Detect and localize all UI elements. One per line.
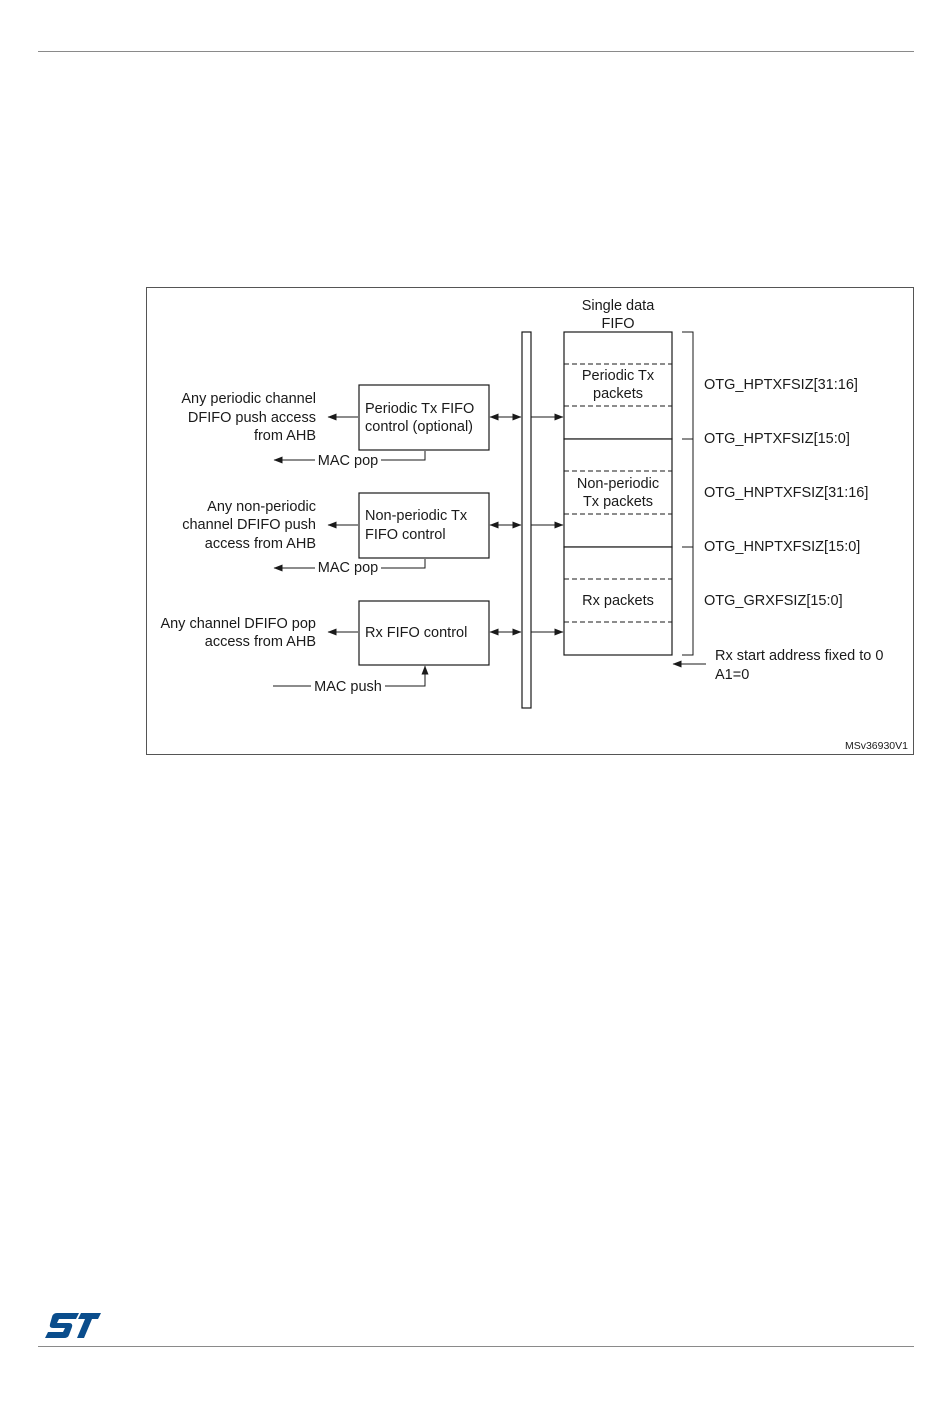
fifo-title-line2: FIFO xyxy=(601,316,634,332)
access-rx-line2: access from AHB xyxy=(205,634,316,650)
fifo-block-rx xyxy=(563,546,673,656)
periodic-control-line2: control (optional) xyxy=(365,419,473,435)
rx-fifo-control-box xyxy=(358,600,490,666)
rx-control-label: Rx FIFO control xyxy=(365,625,467,641)
register-label: OTG_HPTXFSIZ[15:0] xyxy=(704,431,850,447)
nonperiodic-control-line1: Non-periodic Tx xyxy=(365,508,468,524)
periodic-control-line1: Periodic Tx FIFO xyxy=(365,401,474,417)
rx-packets-label: Rx packets xyxy=(582,593,654,609)
mac-pop-label-periodic: MAC pop xyxy=(318,453,378,469)
mac-push-arrow xyxy=(385,665,429,687)
mac-pop-line-nonperiodic xyxy=(381,559,426,569)
figure-code: MSv36930V1 xyxy=(845,740,908,752)
fifo-block-nonperiodic xyxy=(563,438,673,548)
register-label: OTG_HPTXFSIZ[31:16] xyxy=(704,377,858,393)
periodic-tx-control-box xyxy=(358,384,490,451)
nonperiodic-control-line2: FIFO control xyxy=(365,527,446,543)
access-nonperiodic-line1: Any non-periodic xyxy=(207,499,316,515)
mac-push-label: MAC push xyxy=(314,679,382,695)
nonperiodic-packets-line2: Tx packets xyxy=(583,494,653,510)
access-periodic-line1: Any periodic channel xyxy=(181,391,316,407)
periodic-packets-line1: Periodic Tx xyxy=(582,368,655,384)
register-label: OTG_HNPTXFSIZ[31:16] xyxy=(704,485,868,501)
fifo-title-line1: Single data xyxy=(582,298,655,314)
nonperiodic-tx-control-box xyxy=(358,492,490,559)
footer-rule xyxy=(38,1346,914,1347)
periodic-packets-line2: packets xyxy=(593,386,643,402)
figure-frame xyxy=(146,287,914,755)
mac-pop-line-periodic xyxy=(381,451,426,461)
access-rx-line1: Any channel DFIFO pop xyxy=(160,616,316,632)
access-periodic-line3: from AHB xyxy=(254,428,316,444)
rx-start-line1: Rx start address fixed to 0 xyxy=(715,648,883,664)
header-rule xyxy=(38,51,914,52)
rx-start-line2: A1=0 xyxy=(715,667,749,683)
access-periodic-line2: DFIFO push access xyxy=(188,410,316,426)
mac-pop-label-nonperiodic: MAC pop xyxy=(318,560,378,576)
register-label: OTG_HNPTXFSIZ[15:0] xyxy=(704,539,860,555)
access-nonperiodic-line3: access from AHB xyxy=(205,536,316,552)
nonperiodic-packets-line1: Non-periodic xyxy=(577,476,659,492)
data-bus xyxy=(521,331,532,709)
size-bracket xyxy=(682,331,694,656)
register-label: OTG_GRXFSIZ[15:0] xyxy=(704,593,843,609)
st-logo-icon xyxy=(45,1313,101,1338)
fifo-block-periodic xyxy=(563,331,673,440)
access-nonperiodic-line2: channel DFIFO push xyxy=(182,517,316,533)
